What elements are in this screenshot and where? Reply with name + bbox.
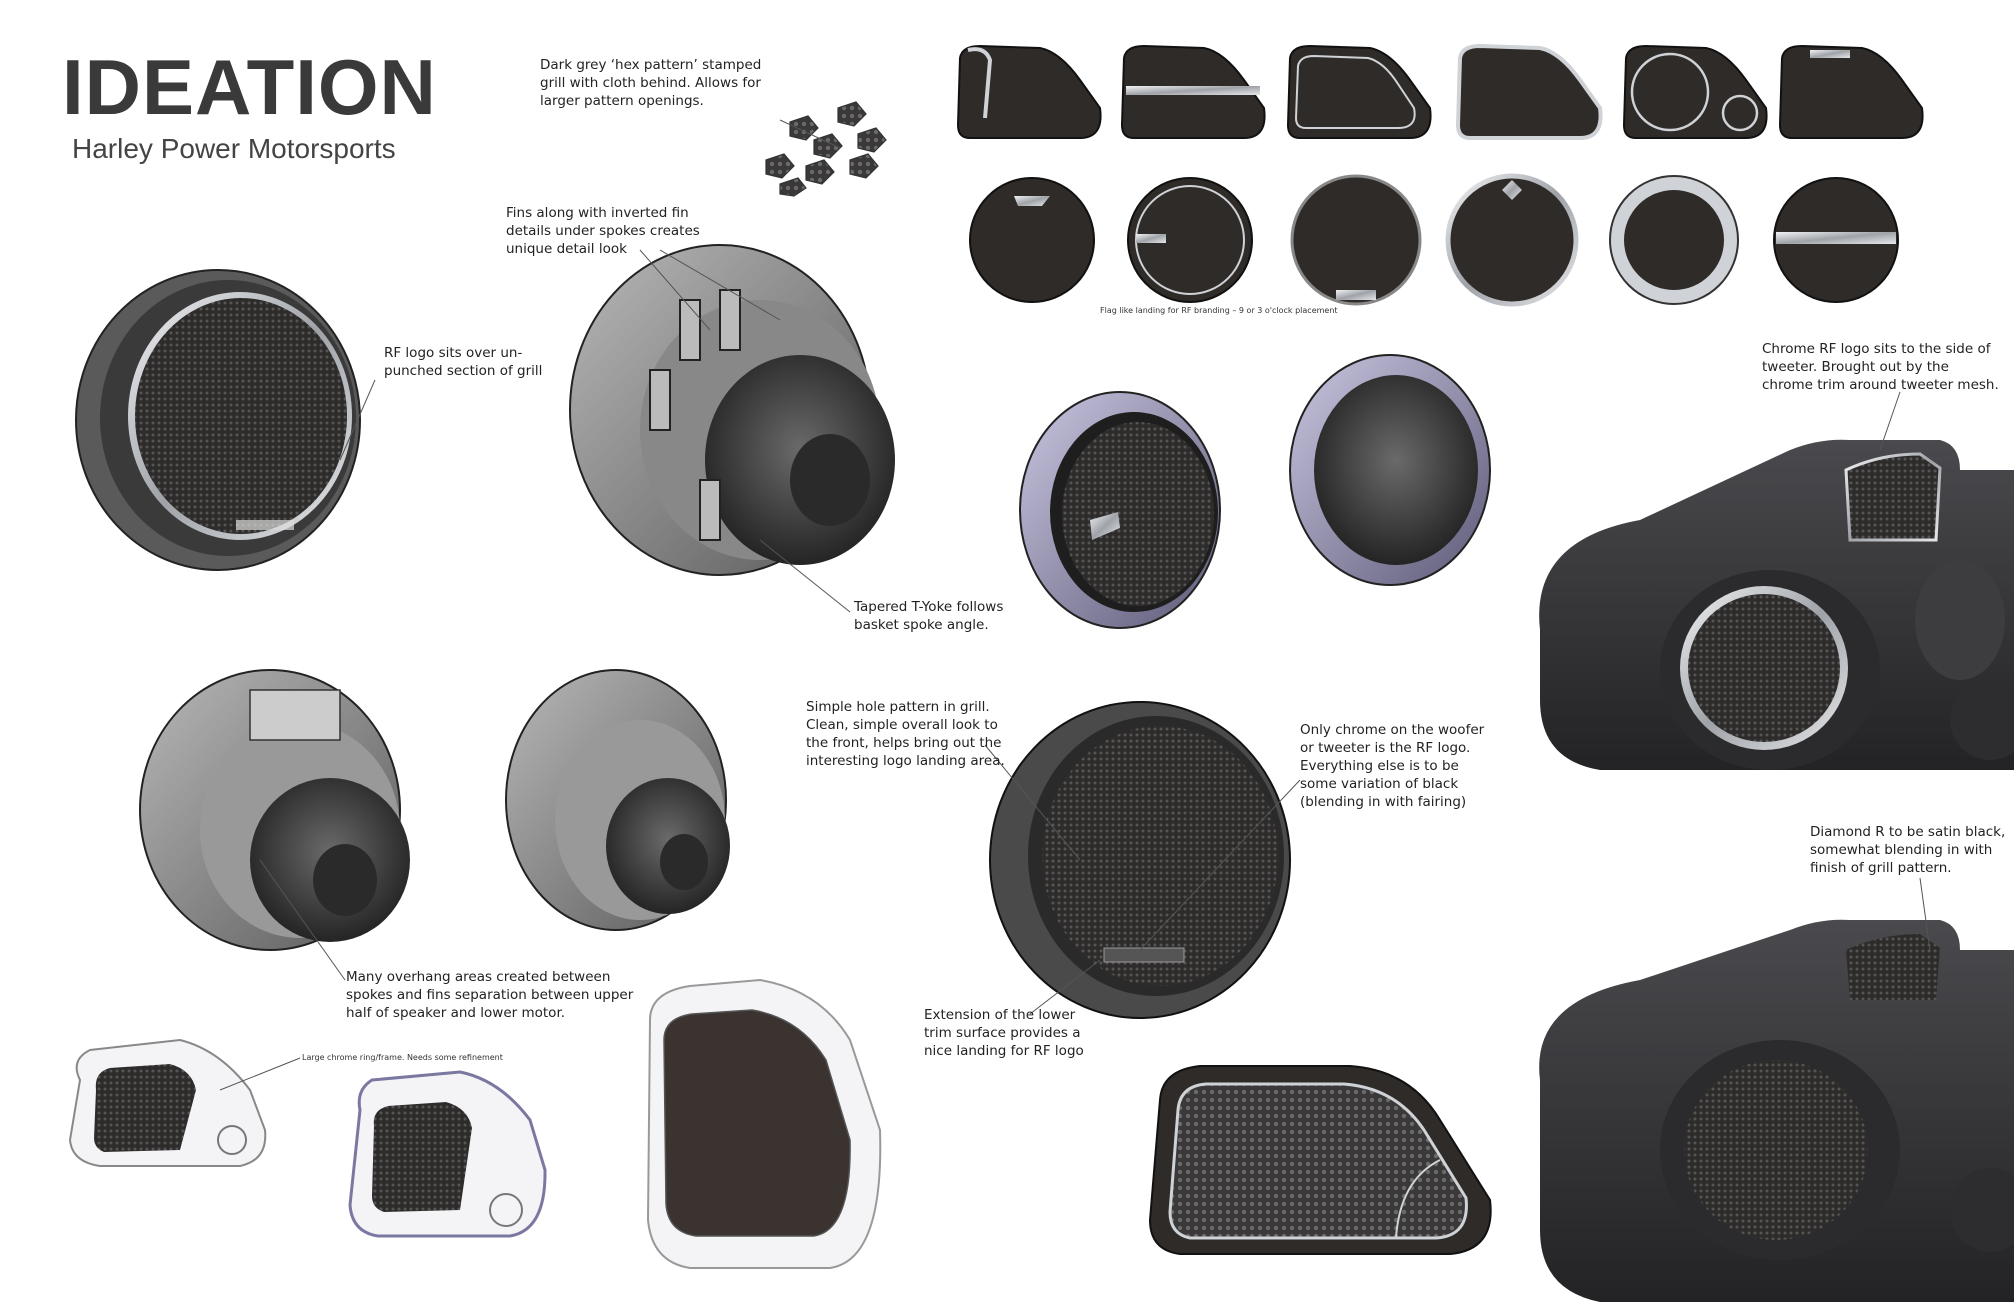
page-title: IDEATION — [62, 43, 437, 131]
speaker-front-simple-hole — [989, 701, 1291, 1019]
speaker-basket-small-sketch — [505, 669, 730, 931]
note-hex-pattern: Dark grey ‘hex pattern’ stamped grill wi… — [540, 57, 762, 109]
round-grill-concepts — [969, 173, 1899, 307]
note-simple-hole: Simple hole pattern in grill. Clean, sim… — [806, 699, 1005, 769]
note-chrome-rf-logo: Chrome RF logo sits to the side of tweet… — [1762, 341, 1999, 393]
note-t-yoke: Tapered T-Yoke follows basket spoke angl… — [854, 599, 1004, 633]
note-only-chrome: Only chrome on the woofer or tweeter is … — [1300, 722, 1485, 810]
note-rf-logo-grill: RF logo sits over un- punched section of… — [384, 345, 543, 379]
white-frame-concept-2 — [348, 1070, 547, 1238]
speaker-front-chrome-ring — [75, 269, 361, 571]
white-frame-concept-3 — [646, 978, 882, 1269]
fairing-render-bottom — [1539, 919, 2014, 1302]
speaker-purple-ring-cone — [1289, 354, 1491, 586]
page-subtitle: Harley Power Motorsports — [72, 133, 396, 164]
trapezoid-grill-concepts — [956, 43, 1924, 140]
speaker-basket-spokes-sketch — [139, 669, 410, 951]
note-flag-landing: Flag like landing for RF branding – 9 or… — [1100, 306, 1338, 315]
speaker-purple-ring-grill — [1019, 391, 1221, 629]
note-extension: Extension of the lower trim surface prov… — [924, 1007, 1084, 1059]
white-frame-concept-1 — [68, 1038, 267, 1167]
note-fins: Fins along with inverted fin details und… — [506, 205, 700, 257]
hex-pattern-sample — [765, 101, 887, 197]
fairing-render-top — [1539, 439, 2014, 770]
note-chrome-ring: Large chrome ring/frame. Needs some refi… — [302, 1053, 503, 1062]
trapezoid-grill-large — [1148, 1065, 1492, 1255]
annotation-leader-lines — [219, 119, 1931, 1091]
note-overhang: Many overhang areas created between spok… — [346, 969, 634, 1021]
note-diamond-r: Diamond R to be satin black, somewhat bl… — [1810, 824, 2006, 876]
speaker-basket-fins-sketch — [569, 244, 895, 576]
